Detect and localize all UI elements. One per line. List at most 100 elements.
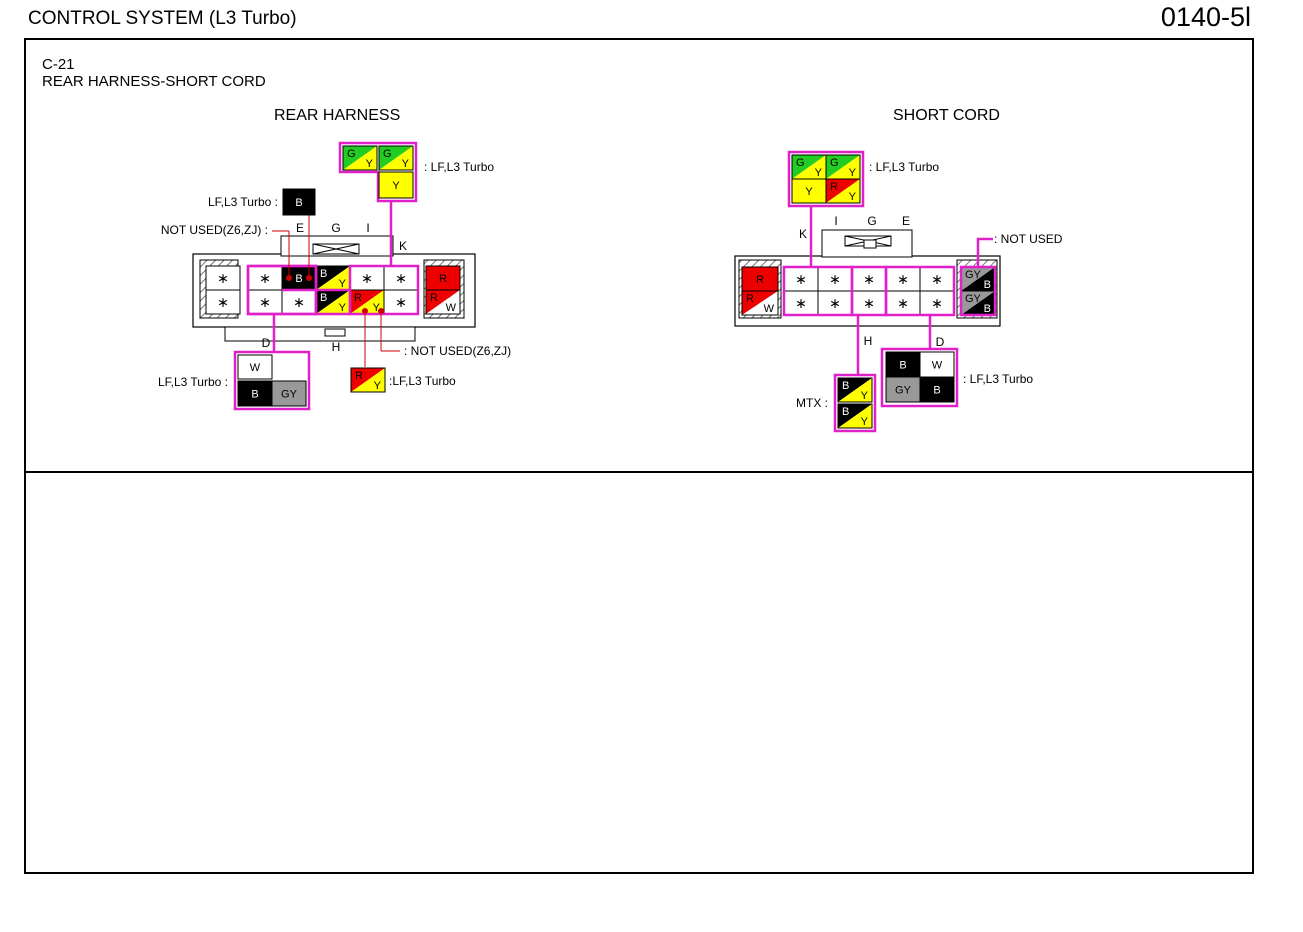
rh-pin-14-code-a: R bbox=[430, 292, 438, 304]
rh-gy-2-lower bbox=[379, 146, 413, 170]
rh-label-top-b: LF,L3 Turbo : bbox=[208, 195, 278, 209]
rh-pin-1 bbox=[205, 265, 241, 291]
sc-pin-2-code-a: R bbox=[746, 293, 754, 305]
rh-pin-10-code-a: R bbox=[354, 292, 362, 304]
rh-term-k: K bbox=[399, 239, 407, 253]
sc-d-2-code: W bbox=[932, 360, 943, 372]
rh-pin-12-mark: ∗ bbox=[395, 294, 407, 310]
rh-gy-1-lower bbox=[343, 146, 377, 170]
sc-hl-d-box bbox=[880, 347, 959, 408]
sc-pin-9-mark: ∗ bbox=[897, 271, 909, 287]
sc-d-3-code: GY bbox=[895, 385, 912, 397]
sc-pin-2-lower bbox=[742, 291, 778, 315]
sc-d-4-code: B bbox=[933, 385, 940, 397]
rh-term-g: G bbox=[331, 221, 340, 235]
rh-hl-d-box bbox=[233, 350, 311, 411]
sc-mtx-1-code-a: B bbox=[842, 380, 849, 392]
rh-gy-2-code-a: G bbox=[383, 148, 392, 160]
rh-pin-7-code-a: B bbox=[320, 268, 327, 280]
rh-lock-x2 bbox=[312, 243, 360, 255]
sc-pin-9 bbox=[885, 266, 921, 292]
rh-pin-12 bbox=[383, 289, 419, 315]
rh-d-gy bbox=[271, 380, 307, 407]
rh-d-b-code: B bbox=[251, 389, 258, 401]
frame-divider bbox=[26, 471, 1252, 473]
rh-pin-4 bbox=[247, 289, 283, 315]
sc-d-4 bbox=[919, 376, 955, 403]
rh-pin-1-mark: ∗ bbox=[217, 270, 229, 286]
rh-ry-box-code-b: Y bbox=[374, 380, 382, 392]
rh-label-notused-top: NOT USED(Z6,ZJ) : bbox=[161, 223, 268, 237]
rh-pin-6-mark: ∗ bbox=[293, 294, 305, 310]
rh-pin-2 bbox=[205, 289, 241, 315]
rh-d-gy-code: GY bbox=[281, 389, 298, 401]
rh-label-ry: :LF,L3 Turbo bbox=[389, 374, 456, 388]
sc-mtx-1-lower bbox=[838, 378, 872, 402]
rh-pin-14-code-b: W bbox=[446, 302, 457, 314]
sc-top-4-code-b: Y bbox=[849, 191, 857, 203]
sc-pin-14-lower bbox=[961, 291, 995, 315]
sc-term-h: H bbox=[864, 334, 873, 348]
section-rear-harness: REAR HARNESS bbox=[274, 107, 401, 124]
rh-label-d: LF,L3 Turbo : bbox=[158, 375, 228, 389]
rh-ry-box-border bbox=[350, 367, 386, 393]
connector-name: REAR HARNESS-SHORT CORD bbox=[42, 73, 266, 90]
sc-top-2-code-b: Y bbox=[849, 167, 857, 179]
rh-pin-8-code-a: B bbox=[320, 292, 327, 304]
sc-top-2-lower bbox=[826, 155, 860, 179]
rh-d-w-code: W bbox=[250, 362, 261, 374]
sc-mtx-2-code-a: B bbox=[842, 406, 849, 418]
diagram-frame: C-21 REAR HARNESS-SHORT CORD REAR HARNES… bbox=[24, 38, 1254, 874]
rh-pin-3-mark: ∗ bbox=[259, 270, 271, 286]
sc-pin-14-code-a: GY bbox=[965, 293, 982, 305]
rh-pin-14-border bbox=[425, 289, 461, 315]
page-title: CONTROL SYSTEM (L3 Turbo) bbox=[28, 8, 297, 29]
sc-d-2 bbox=[919, 351, 955, 378]
rh-pin-8-lower bbox=[316, 290, 350, 314]
rh-pin-7-lower bbox=[316, 266, 350, 290]
rh-pin-7-code-b: Y bbox=[339, 278, 347, 290]
sc-label-d: : LF,L3 Turbo bbox=[963, 372, 1033, 386]
rh-pin-8-code-b: Y bbox=[339, 302, 347, 314]
rh-gy-1-code-b: Y bbox=[366, 158, 374, 170]
rh-gy-1-code-a: G bbox=[347, 148, 356, 160]
sc-hl-mtx bbox=[833, 373, 877, 433]
sc-pin-2-code-b: W bbox=[764, 303, 775, 315]
sc-pin-12 bbox=[919, 290, 955, 316]
rh-gy-1-border bbox=[342, 145, 378, 171]
sc-hl-top-cluster bbox=[787, 150, 865, 208]
sc-pin-13-code-b: B bbox=[984, 279, 991, 291]
rh-pin-10-lower bbox=[350, 290, 384, 314]
sc-pin-14-code-b: B bbox=[984, 303, 991, 315]
sc-mtx-1-code-b: Y bbox=[861, 390, 869, 402]
rh-hl-b-y bbox=[314, 288, 352, 316]
sc-pin-1-code: R bbox=[756, 274, 764, 286]
rh-pin-4-mark: ∗ bbox=[259, 294, 271, 310]
rh-d-w bbox=[237, 354, 273, 380]
rh-ry-box-code-a: R bbox=[355, 370, 363, 382]
sc-mtx-2-code-b: Y bbox=[861, 416, 869, 428]
sc-lock-key bbox=[863, 239, 877, 249]
sc-term-e: E bbox=[902, 214, 910, 228]
sc-pin-5-mark: ∗ bbox=[829, 271, 841, 287]
sc-hl-d bbox=[884, 265, 956, 317]
sc-pin-13-code-a: GY bbox=[965, 269, 982, 281]
rh-pin-9-mark: ∗ bbox=[361, 270, 373, 286]
rh-pin-13-code: R bbox=[439, 273, 447, 285]
rh-pin-10-code-b: Y bbox=[373, 302, 381, 314]
rh-latch-tab bbox=[324, 328, 346, 337]
sc-term-d: D bbox=[936, 335, 945, 349]
sc-top-1-code-b: Y bbox=[815, 167, 823, 179]
rh-pin-13 bbox=[425, 265, 461, 291]
sc-pin-10-mark: ∗ bbox=[897, 295, 909, 311]
sc-pin-6-mark: ∗ bbox=[829, 295, 841, 311]
sc-pin-11-mark: ∗ bbox=[931, 271, 943, 287]
sc-top-1-code-a: G bbox=[796, 157, 805, 169]
sc-top-4-border bbox=[825, 178, 861, 204]
section-short-cord: SHORT CORD bbox=[893, 107, 1000, 124]
sc-pin-13-lower bbox=[961, 267, 995, 291]
sc-label-top: : LF,L3 Turbo bbox=[869, 160, 939, 174]
sc-top-3-code: Y bbox=[805, 186, 813, 198]
sc-term-i: I bbox=[834, 214, 837, 228]
